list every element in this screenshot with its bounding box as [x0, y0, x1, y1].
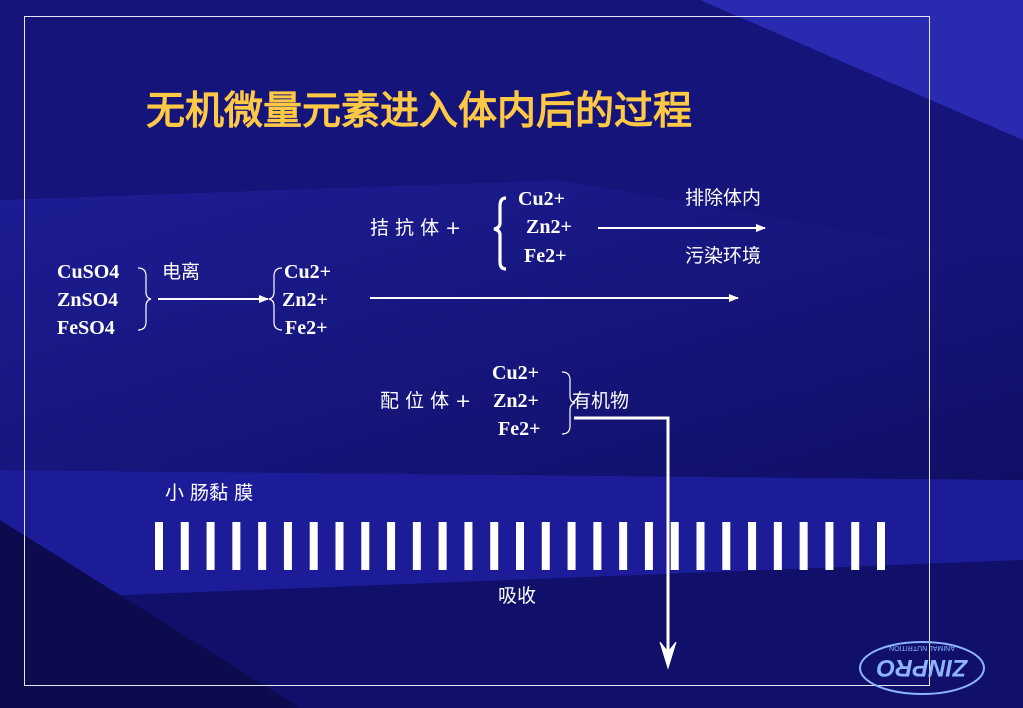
antagonist-ion-zn: Zn2+ — [526, 216, 572, 238]
membrane-bar — [619, 522, 628, 570]
membrane-bar — [773, 522, 782, 570]
brace-sources — [137, 267, 152, 331]
membrane-bar — [387, 522, 396, 570]
ligand-ion-zn: Zn2+ — [493, 390, 539, 412]
membrane-bar — [877, 522, 885, 570]
membrane-bar — [309, 522, 318, 570]
brace-ligand — [561, 371, 576, 435]
membrane-bar — [155, 522, 163, 570]
source-feso4: FeSO4 — [57, 317, 115, 339]
membrane-bar — [825, 522, 834, 570]
membrane-bar — [490, 522, 499, 570]
ligand-ion-cu: Cu2+ — [492, 362, 539, 384]
antagonist-ion-cu: Cu2+ — [518, 188, 565, 210]
brace-ions — [268, 267, 283, 331]
excretion-label: 排除体内 — [685, 187, 762, 209]
membrane-bar — [258, 522, 267, 570]
pollution-label: 污染环境 — [685, 245, 762, 267]
zinpro-logo: ZINPRO ANIMAL NUTRITION — [859, 641, 985, 695]
membrane-bar — [283, 522, 292, 570]
mucosa-label: 小 肠黏 膜 — [165, 482, 254, 504]
membrane-bar — [180, 522, 189, 570]
membrane-bar — [593, 522, 602, 570]
ion-cu: Cu2+ — [284, 261, 331, 283]
logo-text: ZINPRO — [876, 654, 968, 681]
membrane-bar — [799, 522, 808, 570]
membrane-bar — [464, 522, 473, 570]
source-cuso4: CuSO4 — [57, 261, 120, 283]
ion-fe: Fe2+ — [285, 317, 328, 339]
antagonist-label: 拮 抗 体 + — [370, 217, 462, 239]
membrane-bar — [516, 522, 524, 570]
ligand-ion-fe: Fe2+ — [498, 418, 541, 440]
antagonist-ion-fe: Fe2+ — [524, 245, 567, 267]
slide-frame — [24, 16, 930, 686]
brace-antagonist — [493, 196, 507, 271]
organic-label: 有机物 — [572, 390, 630, 412]
membrane-bar — [696, 522, 705, 570]
intestinal-membrane — [155, 522, 885, 570]
source-znso4: ZnSO4 — [57, 289, 119, 311]
ionization-label: 电离 — [162, 261, 201, 283]
arrow-absorption — [574, 416, 670, 664]
membrane-bar — [206, 522, 215, 570]
absorption-label: 吸收 — [498, 585, 537, 607]
membrane-bar — [412, 522, 421, 570]
membrane-bar — [567, 522, 576, 570]
slide-title: 无机微量元素进入体内后的过程 — [146, 89, 693, 134]
membrane-bar — [232, 522, 241, 570]
membrane-bar — [335, 522, 344, 570]
membrane-bar — [644, 522, 653, 570]
membrane-bar — [722, 522, 731, 570]
membrane-bar — [361, 522, 370, 570]
logo-subtext: ANIMAL NUTRITION — [889, 644, 955, 651]
ligand-label: 配 位 体 + — [380, 390, 472, 412]
membrane-bar — [670, 522, 679, 570]
ion-zn: Zn2+ — [282, 289, 328, 311]
membrane-bar — [541, 522, 550, 570]
membrane-bar — [438, 522, 447, 570]
membrane-bar — [748, 522, 757, 570]
membrane-bar — [851, 522, 860, 570]
